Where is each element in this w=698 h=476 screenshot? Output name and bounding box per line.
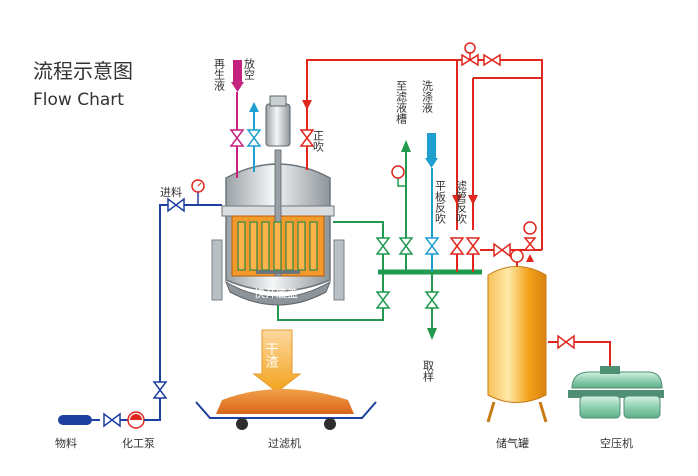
pump-outlet-valve[interactable] [152, 381, 168, 399]
pump-label: 化工泵 [122, 436, 155, 450]
plate-back-label: 平板反吹 [434, 180, 447, 225]
material-label: 物料 [55, 436, 77, 450]
forward-blow-valve[interactable] [299, 129, 315, 147]
compressor-valve[interactable] [557, 334, 575, 350]
title-en: Flow Chart [33, 90, 124, 110]
chemical-pump [127, 411, 160, 429]
air-compressor [568, 366, 664, 419]
regen-label: 再生液 [213, 58, 226, 92]
filter-element-tube [285, 221, 294, 271]
top-regulator-valve[interactable] [461, 42, 479, 67]
to-tank-label: 至滤液槽 [395, 80, 408, 125]
filter-element-tube [297, 221, 306, 271]
vent-label: 放空 [243, 57, 256, 80]
material-valve[interactable] [103, 412, 121, 428]
dry-residue-label: 干渣 [263, 342, 279, 369]
filter-element-tube [309, 221, 318, 271]
quick-bottom-label: 快开底盖 [254, 286, 298, 300]
filter-machine-label: 过滤机 [268, 436, 301, 450]
sampling-valve[interactable] [424, 291, 440, 309]
top-check-valve[interactable] [483, 53, 501, 67]
sampling-label: 取样 [422, 360, 435, 382]
tank-outlet-valve[interactable] [493, 242, 511, 258]
tube-back-arrow [468, 195, 478, 205]
dry-residue-arrow [252, 329, 302, 393]
filter-element-tube [273, 221, 282, 271]
feed-line [120, 204, 222, 421]
gas-tank-label: 储气罐 [496, 436, 529, 450]
filter-elements [237, 221, 318, 271]
filter-element-tube [261, 221, 270, 271]
vent-valve[interactable] [246, 129, 262, 147]
feed-label: 进料 [160, 185, 182, 199]
tube-back-valve[interactable] [465, 237, 481, 255]
filter-vessel [211, 95, 345, 306]
gas-tank [486, 250, 548, 423]
wash-label: 洗涤液 [421, 80, 434, 114]
wash-valve[interactable] [424, 237, 440, 255]
filtrate-gauge [391, 165, 406, 187]
material-source [58, 415, 100, 425]
feed-pressure-gauge [191, 179, 205, 205]
forward-blow-label: 正吹 [312, 130, 325, 153]
plate-back-arrow [452, 195, 462, 205]
to-tank-valve[interactable] [398, 237, 414, 255]
filtrate-valve-lower[interactable] [375, 291, 391, 309]
compressor-label: 空压机 [600, 436, 633, 450]
tube-back-label: 滤管反吹 [455, 180, 468, 225]
title-cn: 流程示意图 [33, 59, 133, 83]
filter-element-tube [237, 221, 246, 271]
regen-valve[interactable] [229, 129, 245, 147]
filter-element-tube [249, 221, 258, 271]
filtrate-lines [277, 150, 482, 330]
filtrate-valve-upper[interactable] [375, 237, 391, 255]
feed-valve[interactable] [167, 197, 185, 213]
tank-safety-valve [523, 221, 537, 262]
filter-machine [195, 389, 377, 430]
forward-blow-arrow [302, 100, 312, 110]
plate-back-valve[interactable] [449, 237, 465, 255]
to-tank-arrow [401, 140, 411, 152]
tank-gauge [510, 249, 524, 263]
sampling-arrow [427, 328, 437, 340]
